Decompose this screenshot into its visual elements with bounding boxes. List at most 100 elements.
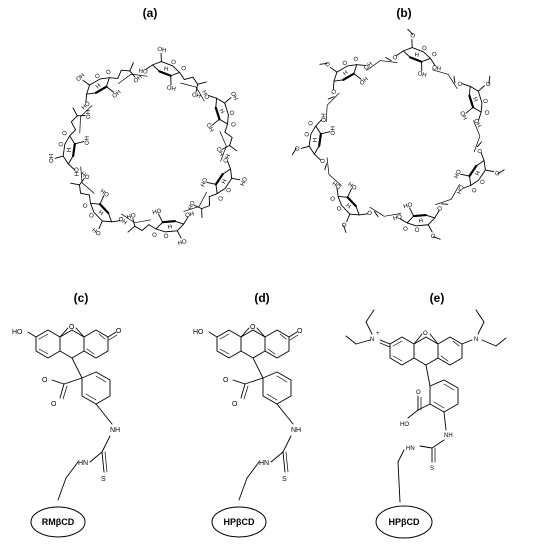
atom-oh: OH	[112, 89, 123, 99]
atom-ring-o: O	[481, 98, 489, 105]
cd-ellipse-e	[375, 505, 433, 539]
atom-ho: HO	[138, 68, 148, 76]
atom-ho: HO	[193, 329, 204, 336]
atom-ring-o: O	[478, 178, 486, 185]
atom-o-bridge: O	[69, 324, 75, 331]
atom-oh: OH	[126, 211, 136, 219]
atom-ho: HO	[12, 329, 23, 336]
atom-ring-o: O	[163, 231, 169, 238]
atom-n-plus: N	[370, 337, 374, 343]
panel-d-structure: HO O O O O NH HN S HPβCD	[193, 324, 303, 538]
atom-oh: OH	[321, 113, 327, 122]
atom-ring-o: O	[59, 141, 65, 146]
atom-h: H	[95, 83, 102, 90]
atom-oh: OH	[133, 74, 144, 84]
atom-oh: OH	[431, 65, 441, 73]
atom-s: S	[282, 476, 287, 483]
atom-hn: HN	[406, 446, 415, 452]
panel-label-e: (e)	[430, 291, 445, 305]
panel-label-c: (c)	[74, 291, 89, 305]
atom-ho: HO	[81, 101, 92, 112]
atom-oh: OH	[151, 206, 161, 214]
atom-o-bridge: O	[250, 324, 256, 331]
atom-oh: OH	[472, 118, 481, 129]
atom-n: N	[474, 337, 478, 343]
cd-label-e: HPβCD	[389, 517, 420, 527]
atom-o-methyl: O	[320, 158, 326, 163]
atom-h: H	[163, 66, 168, 73]
atom-oh: OH	[332, 179, 343, 189]
atom-o-methyl: O	[430, 231, 436, 238]
atom-o-carbonyl: O	[232, 401, 238, 408]
atom-glycosidic-o: O	[431, 52, 437, 59]
atom-o-keto: O	[116, 328, 122, 335]
atom-o-methyl: O	[475, 147, 483, 154]
atom-glycosidic-o: O	[353, 56, 361, 64]
atom-h: H	[219, 178, 226, 184]
atom-oh: OH	[238, 176, 247, 187]
panel-e-structure: N + N O HO O NH HN S HPβCD	[345, 309, 507, 539]
atom-ring-o: O	[94, 73, 102, 81]
atom-oh: OH	[402, 200, 412, 208]
atom-oh: OH	[100, 187, 111, 197]
atom-oh: OH	[455, 184, 464, 195]
atom-nh: NH	[110, 427, 120, 434]
atom-h: H	[313, 138, 319, 142]
atom-h: H	[473, 169, 480, 175]
panel-label-a: (a)	[143, 6, 158, 20]
atom-glycosidic-o: O	[63, 130, 69, 135]
atom-nh: NH	[291, 427, 301, 434]
atom-n-plus-charge: +	[376, 331, 380, 337]
atom-o-minus: O	[42, 377, 48, 384]
atom-ho: HO	[184, 209, 195, 217]
atom-ho: HO	[221, 153, 230, 164]
atom-glycosidic-o: O	[482, 110, 490, 117]
atom-glycosidic-o: O	[151, 230, 157, 237]
atom-o-methyl: O	[325, 61, 333, 69]
atom-ho: HO	[74, 167, 80, 176]
atom-o-carbonyl: O	[51, 401, 57, 408]
atom-oh: OH	[49, 154, 55, 163]
atom-h: H	[418, 216, 424, 223]
atom-oh: OH	[392, 212, 402, 220]
atom-oh: OH	[157, 47, 167, 55]
atom-o-methyl: O	[392, 55, 398, 62]
atom-ring-o: O	[224, 186, 232, 193]
atom-h: H	[67, 148, 73, 152]
atom-oh: OH	[86, 110, 92, 119]
cd-ellipse-d	[211, 506, 267, 538]
atom-oh: OH	[81, 170, 92, 180]
atom-ring-o: O	[414, 225, 420, 232]
atom-oh: OH	[363, 61, 374, 71]
atom-o-methyl: O	[410, 33, 416, 40]
atom-oh: OH	[177, 237, 187, 245]
cd-label-c: RMβCD	[42, 517, 75, 527]
atom-oh: OH	[458, 111, 467, 122]
atom-ho: HO	[400, 422, 409, 428]
atom-hn: HN	[259, 460, 269, 467]
atom-hn: HN	[78, 460, 88, 467]
atom-oh: OH	[359, 76, 370, 86]
atom-h: H	[414, 52, 419, 59]
atom-h: H	[471, 96, 478, 103]
atom-o-methyl: O	[455, 81, 463, 88]
atom-ho: HO	[200, 90, 210, 101]
atom-o-bridge: O	[423, 331, 428, 337]
atom-ring-o: O	[421, 46, 427, 53]
atom-oh: OH	[76, 73, 87, 83]
atom-glycosidic-o: O	[469, 186, 477, 193]
atom-o-keto: O	[297, 328, 303, 335]
atom-o-methyl: O	[341, 220, 349, 228]
atom-oh: OH	[205, 122, 214, 133]
atom-o-methyl: O	[436, 204, 442, 211]
atom-o-methyl: O	[295, 146, 301, 151]
atom-o-methyl: O	[492, 169, 500, 176]
